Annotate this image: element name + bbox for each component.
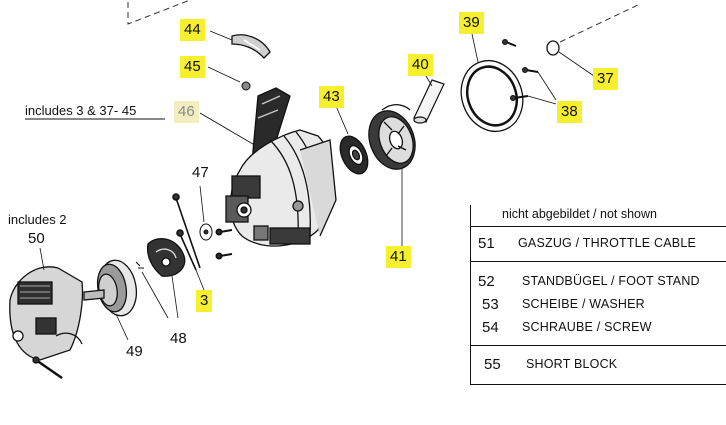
callout-49: 49 bbox=[126, 343, 143, 360]
callout-38: 38 bbox=[557, 101, 582, 123]
part-number: 51 bbox=[478, 235, 495, 252]
not-shown-parts-table: nicht abgebildet / not shown 51 GASZUG /… bbox=[470, 205, 726, 385]
callout-45: 45 bbox=[180, 56, 205, 78]
table-divider bbox=[470, 384, 726, 385]
table-divider bbox=[470, 261, 726, 262]
callout-50: 50 bbox=[28, 230, 45, 247]
callout-37: 37 bbox=[593, 68, 618, 90]
part-description: SHORT BLOCK bbox=[526, 357, 618, 371]
callout-44: 44 bbox=[180, 19, 205, 41]
part-39-cover-plate bbox=[460, 33, 524, 133]
part-44-handle bbox=[209, 30, 271, 59]
part-47-washer bbox=[199, 185, 213, 241]
part-number: 52 bbox=[478, 273, 495, 290]
part-description: STANDBÜGEL / FOOT STAND bbox=[522, 274, 700, 288]
part-38-screws bbox=[502, 39, 557, 105]
callout-47: 47 bbox=[192, 164, 209, 181]
part-49-clutch-drum bbox=[83, 259, 138, 341]
includes-leader bbox=[25, 112, 259, 148]
callout-39: 39 bbox=[459, 12, 484, 34]
callout-43: 43 bbox=[319, 86, 344, 108]
part-3-screws bbox=[172, 193, 205, 291]
part-43-spring bbox=[335, 105, 369, 175]
includes-note-50: includes 2 bbox=[8, 212, 67, 227]
includes-note-46: includes 3 & 37- 45 bbox=[25, 103, 137, 118]
callout-3: 3 bbox=[196, 290, 213, 312]
callout-41: 41 bbox=[386, 246, 411, 268]
part-40-pin bbox=[413, 75, 445, 124]
callout-48: 48 bbox=[170, 330, 187, 347]
table-header-label: nicht abgebildet / not shown bbox=[502, 207, 657, 221]
housing-screws bbox=[215, 228, 233, 260]
part-description: SCHRAUBE / SCREW bbox=[522, 320, 652, 334]
part-41-pulley bbox=[368, 104, 416, 246]
part-45-nut bbox=[207, 66, 251, 91]
table-divider bbox=[470, 345, 726, 346]
table-divider bbox=[470, 226, 726, 227]
part-number: 54 bbox=[482, 319, 499, 336]
part-46-starter-housing bbox=[225, 87, 337, 247]
callout-40: 40 bbox=[408, 54, 433, 76]
part-description: GASZUG / THROTTLE CABLE bbox=[518, 236, 697, 250]
part-37-ring bbox=[546, 40, 595, 77]
part-50-engine bbox=[9, 247, 84, 380]
dashed-boundary bbox=[127, 0, 641, 43]
part-number: 53 bbox=[482, 296, 499, 313]
part-description: SCHEIBE / WASHER bbox=[522, 297, 645, 311]
part-48-clutch bbox=[135, 238, 186, 319]
table-left-border bbox=[470, 205, 471, 385]
callout-46: 46 bbox=[174, 101, 199, 123]
part-number: 55 bbox=[484, 356, 501, 373]
